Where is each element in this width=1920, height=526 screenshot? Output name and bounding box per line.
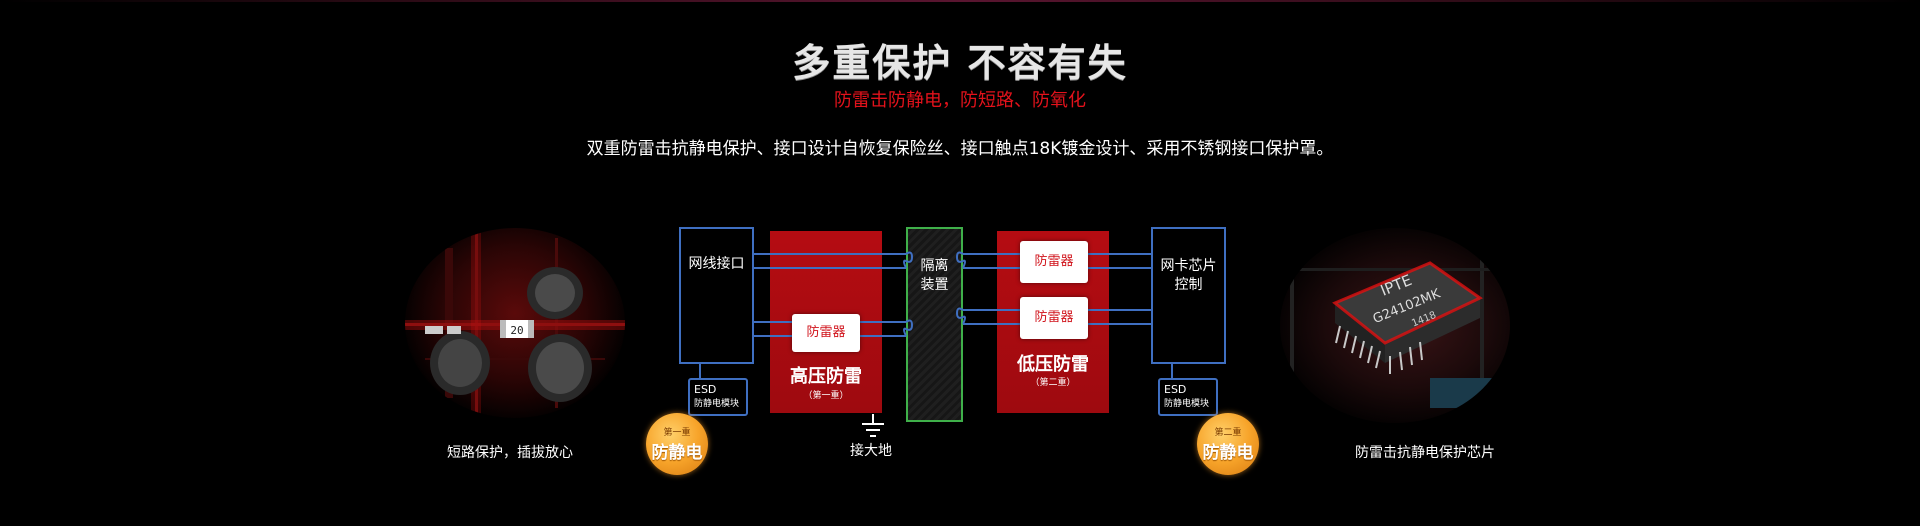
low-voltage-label: 低压防雷 xyxy=(1017,354,1089,375)
isolation-device-box xyxy=(906,227,963,422)
nic-chip-label: 网卡芯片 控制 xyxy=(1160,258,1217,293)
left-caption: 短路保护，插拔放心 xyxy=(447,445,573,461)
isolation-device-label: 隔离 装置 xyxy=(920,258,949,293)
high-voltage-sublabel: （第一重） xyxy=(803,391,849,401)
short-circuit-protection-image: 20 xyxy=(405,228,625,418)
protection-chip-image: IPTE G24102MK 1418 xyxy=(1280,228,1510,423)
high-voltage-arrester-chip: 防雷器 xyxy=(792,314,860,352)
second-badge-line2: 防静电 xyxy=(1202,443,1254,463)
right-caption: 防雷击抗静电保护芯片 xyxy=(1355,445,1495,461)
esd-right-line1: ESD xyxy=(1164,383,1187,396)
top-accent-line xyxy=(0,0,1920,2)
second-antistatic-badge: 第二重 防静电 xyxy=(1197,413,1259,475)
esd-right-line2: 防静电模块 xyxy=(1164,399,1210,409)
network-port-box xyxy=(679,227,754,364)
nic-chip-box xyxy=(1151,227,1226,364)
high-voltage-label: 高压防雷 xyxy=(790,366,862,387)
page-title: 多重保护 不容有失 xyxy=(792,41,1128,85)
chip-illustration: IPTE G24102MK 1418 xyxy=(1280,238,1510,408)
esd-module-left: ESD 防静电模块 xyxy=(688,378,748,416)
page-subtitle: 防雷击防静电，防短路、防氧化 xyxy=(834,90,1086,111)
second-badge-line1: 第二重 xyxy=(1214,428,1242,438)
network-port-label: 网线接口 xyxy=(688,256,745,272)
ground-symbol xyxy=(862,414,884,437)
fuse-label: 20 xyxy=(510,324,523,337)
pcb-fuse-illustration: 20 xyxy=(405,228,625,418)
esd-left-line2: 防静电模块 xyxy=(694,399,740,409)
first-antistatic-badge: 第一重 防静电 xyxy=(646,413,708,475)
feature-description: 双重防雷击抗静电保护、接口设计自恢复保险丝、接口触点18K镀金设计、采用不锈钢接… xyxy=(586,139,1334,159)
low-voltage-sublabel: （第二重） xyxy=(1030,378,1076,388)
esd-module-right: ESD 防静电模块 xyxy=(1158,378,1218,416)
first-badge-line2: 防静电 xyxy=(651,443,703,463)
ground-label: 接大地 xyxy=(850,443,892,459)
first-badge-line1: 第一重 xyxy=(663,428,691,438)
esd-left-line1: ESD xyxy=(694,383,717,396)
low-voltage-arrester-chip-top: 防雷器 xyxy=(1020,241,1088,283)
low-voltage-arrester-chip-bottom: 防雷器 xyxy=(1020,297,1088,339)
